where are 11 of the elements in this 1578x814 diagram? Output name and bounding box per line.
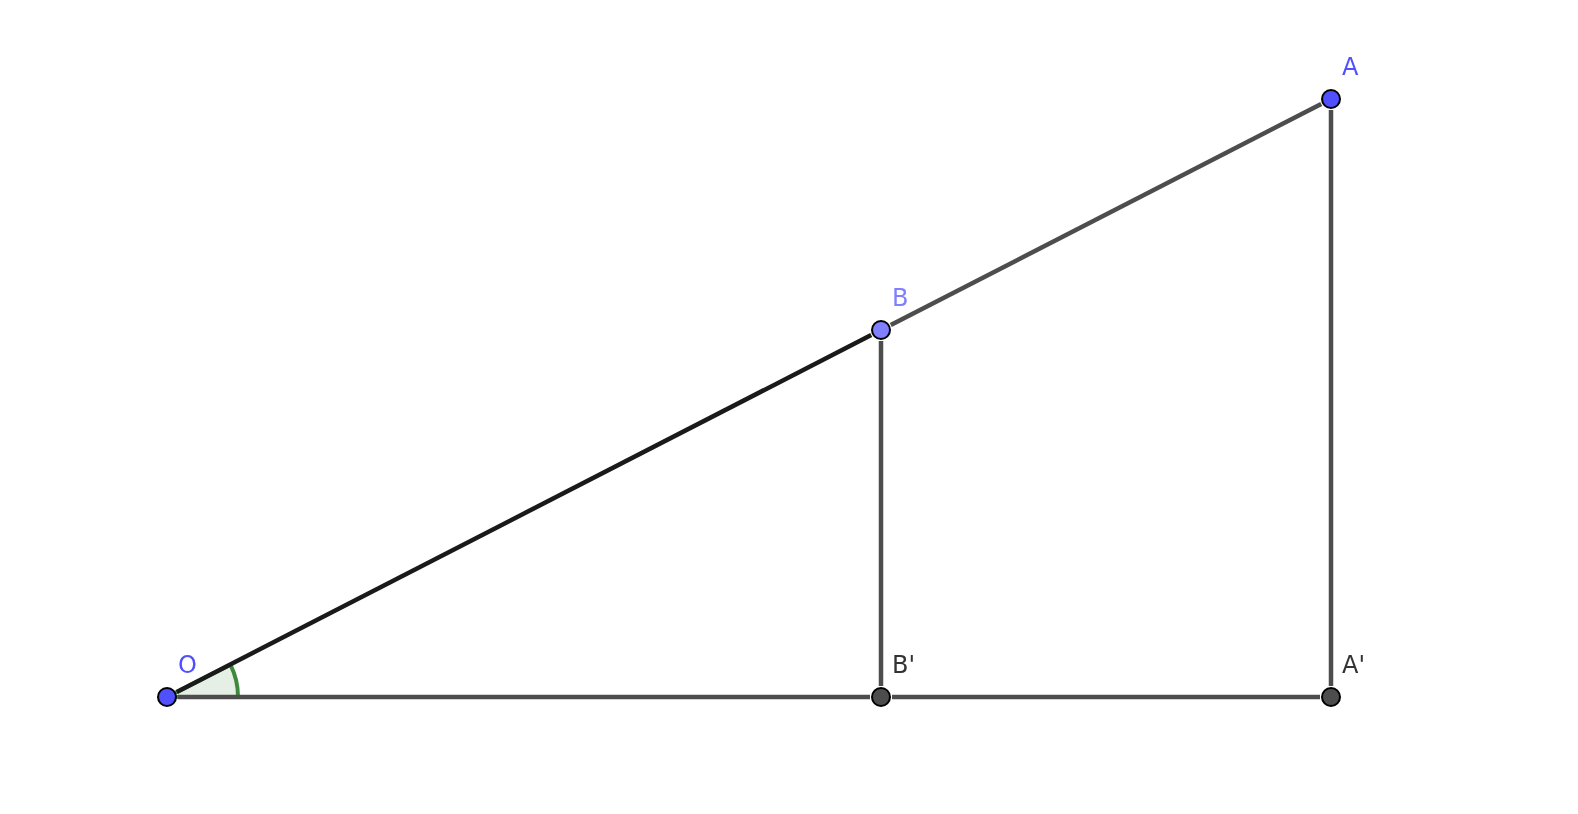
point-label: A [1342,53,1359,81]
line-segment [892,694,1320,700]
line-segment [178,694,870,700]
line-segment [1328,110,1334,686]
line-segment [878,341,884,686]
point-label: A' [1342,651,1365,679]
line-segment [889,102,1323,327]
point-label: B [892,284,909,312]
line-segment [175,333,873,694]
point-label: O [178,651,197,679]
point-label: B' [892,651,916,679]
